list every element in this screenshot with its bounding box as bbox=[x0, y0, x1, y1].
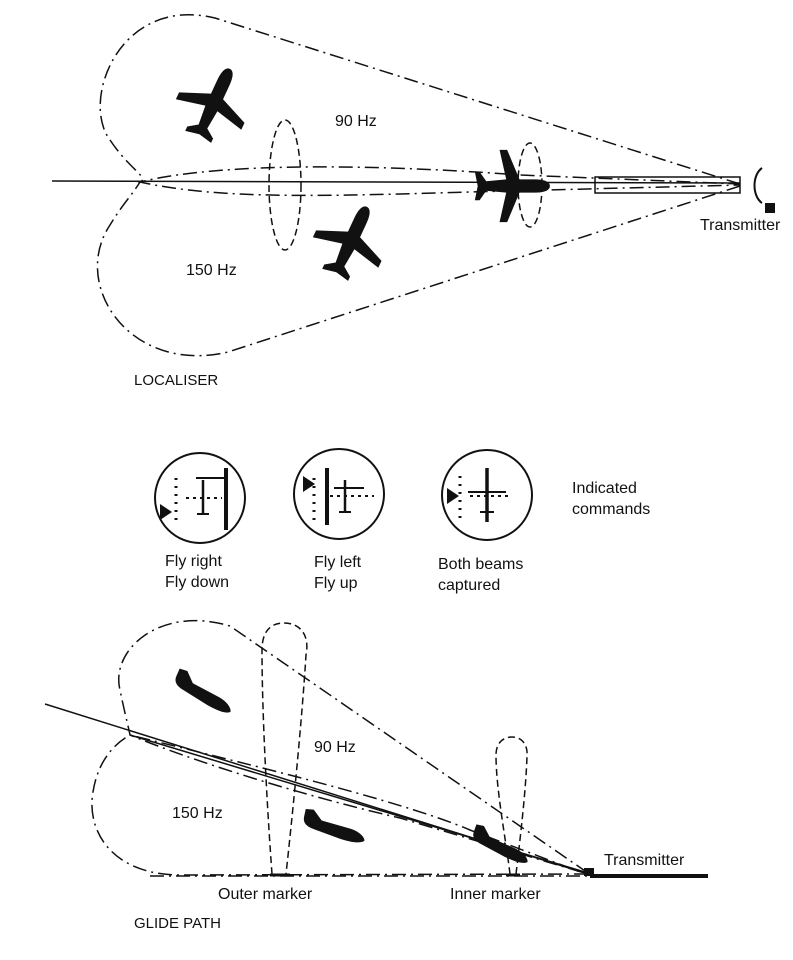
localiser-90hz-label: 90 Hz bbox=[335, 113, 377, 130]
aircraft-side-view-icon bbox=[170, 667, 239, 716]
glide-90hz-label: 90 Hz bbox=[314, 739, 356, 756]
indicator-fly-right-down bbox=[154, 452, 246, 544]
caption-fly-left-up: Fly left Fly up bbox=[314, 554, 362, 592]
outer-marker-label: Outer marker bbox=[218, 886, 313, 903]
localiser-lower-lobe bbox=[96, 166, 741, 357]
localiser-section bbox=[51, 14, 775, 357]
glide-path-title: GLIDE PATH bbox=[134, 915, 221, 932]
glide-lower-lobe bbox=[91, 734, 589, 876]
localiser-beam-section-1 bbox=[268, 119, 302, 251]
pointer-icon bbox=[160, 504, 172, 520]
indicator-dial bbox=[293, 448, 385, 540]
glide-transmitter-label: Transmitter bbox=[604, 852, 685, 869]
pointer-icon bbox=[303, 476, 315, 492]
glide-upper-lobe bbox=[118, 620, 589, 875]
outer-marker-beam bbox=[261, 622, 308, 875]
glide-150hz-label: 150 Hz bbox=[172, 805, 223, 822]
indicator-both-captured bbox=[441, 449, 533, 541]
indicator-fly-left-up bbox=[293, 448, 385, 540]
localiser-title: LOCALISER bbox=[134, 372, 219, 389]
glide-transmitter-icon bbox=[584, 868, 594, 876]
glide-path-section bbox=[44, 620, 708, 878]
aircraft-top-view-icon bbox=[165, 53, 263, 153]
localiser-antenna-icon bbox=[753, 167, 763, 204]
localiser-centreline bbox=[51, 180, 741, 184]
caption-both-captured: Both beams captured bbox=[438, 556, 524, 594]
indicator-dial bbox=[441, 449, 533, 541]
localiser-upper-lobe bbox=[99, 14, 741, 197]
localiser-transmitter-icon bbox=[765, 203, 775, 213]
inner-marker-label: Inner marker bbox=[450, 886, 541, 903]
aircraft-side-view-icon bbox=[469, 823, 534, 866]
caption-fly-right-down: Fly right Fly down bbox=[165, 553, 230, 591]
pointer-icon bbox=[447, 488, 459, 504]
indicated-commands-label: Indicated commands bbox=[572, 480, 651, 518]
localiser-transmitter-label: Transmitter bbox=[700, 217, 781, 234]
aircraft-side-view-icon bbox=[301, 808, 369, 845]
indicator-dial bbox=[154, 452, 246, 544]
localiser-150hz-label: 150 Hz bbox=[186, 262, 237, 279]
localiser-course-sector bbox=[594, 176, 741, 194]
inner-marker-beam bbox=[495, 736, 528, 875]
aircraft-top-view-icon bbox=[302, 191, 400, 291]
